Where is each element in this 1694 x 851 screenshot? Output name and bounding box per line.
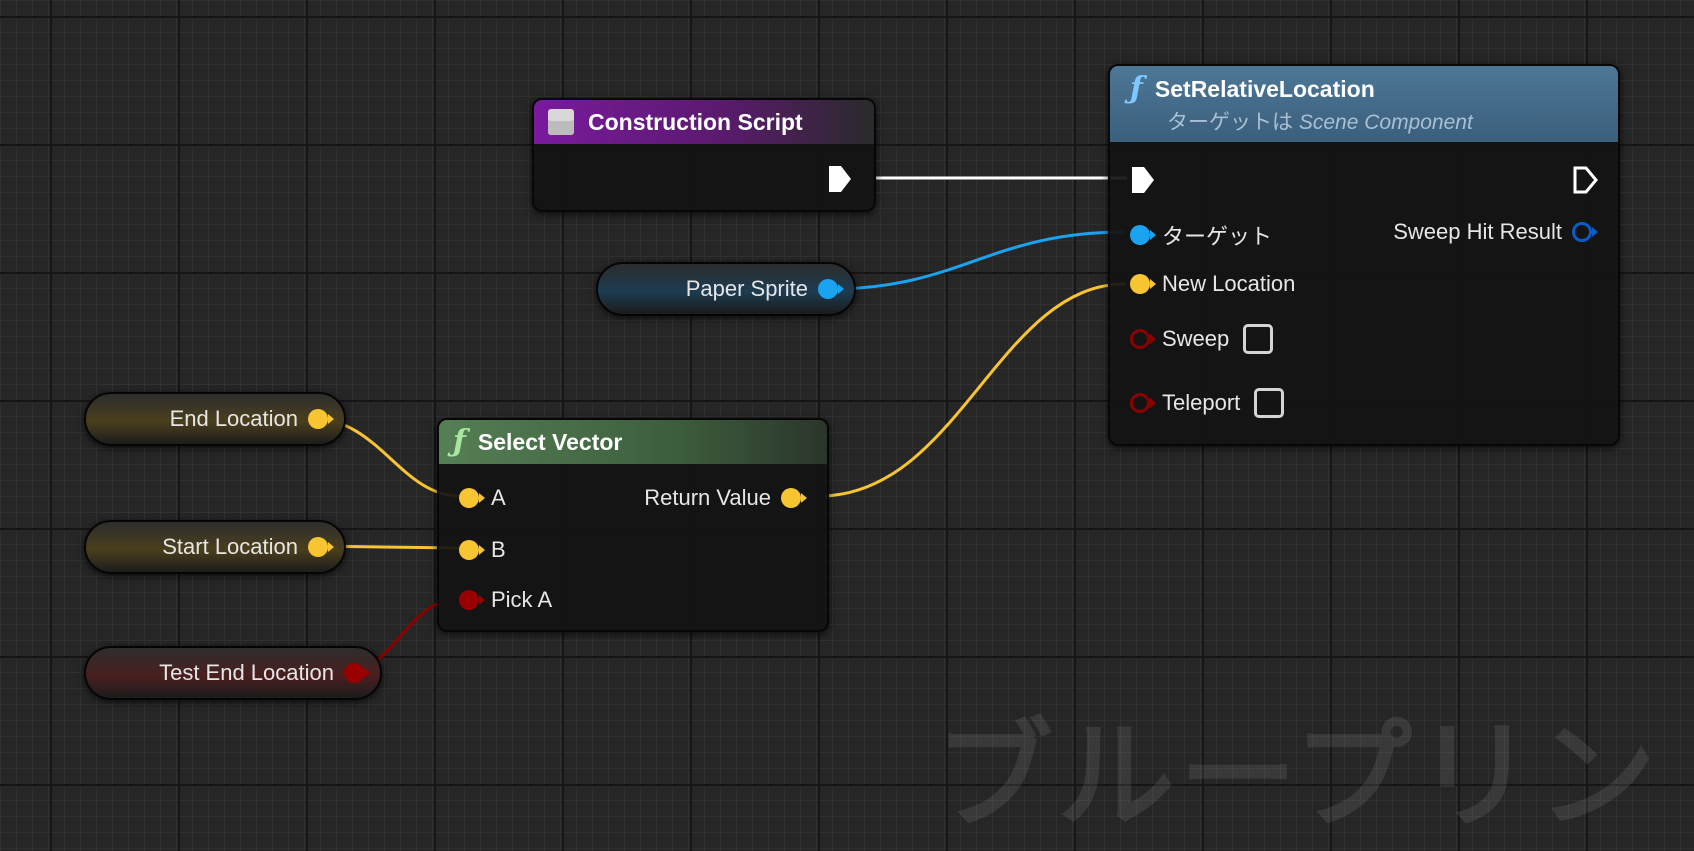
set-relative-location-exec-out-pin[interactable] <box>1572 165 1600 195</box>
test-end-location-variable-node[interactable]: Test End Location <box>84 646 382 700</box>
function-icon: ƒ <box>1130 71 1143 106</box>
paper-sprite-wire <box>829 230 1126 291</box>
new-location-pin[interactable]: New Location <box>1130 271 1295 297</box>
sweep-hit-result-pin[interactable]: Sweep Hit Result <box>1393 219 1598 245</box>
construction-script-icon <box>548 109 574 135</box>
vector-pin-icon <box>1130 271 1156 297</box>
set-relative-location-node[interactable]: ƒ SetRelativeLocation ターゲットは Scene Compo… <box>1108 64 1620 446</box>
start-location-variable-node[interactable]: Start Location <box>84 520 346 574</box>
select-vector-header: ƒ Select Vector <box>439 420 827 464</box>
set-relative-location-exec-in-pin[interactable] <box>1130 165 1156 195</box>
return-value-wire <box>824 282 1126 498</box>
select-vector-return-value-pin[interactable]: Return Value <box>644 485 807 511</box>
teleport-label: Teleport <box>1162 390 1241 415</box>
sweep-hit-result-label: Sweep Hit Result <box>1393 219 1562 244</box>
set-relative-location-header: ƒ SetRelativeLocation ターゲットは Scene Compo… <box>1110 66 1618 142</box>
test-end-location-label: Test End Location <box>159 660 334 685</box>
subtitle-prefix: ターゲットは <box>1167 111 1293 134</box>
select-vector-title: Select Vector <box>477 428 623 455</box>
bool-pin-icon <box>459 587 485 613</box>
exec-out-icon <box>829 166 851 192</box>
object-pin-icon[interactable] <box>818 276 844 302</box>
paper-sprite-variable-node[interactable]: Paper Sprite <box>596 262 856 316</box>
select-vector-pin-pick-a[interactable]: Pick A <box>459 587 552 613</box>
construction-script-title: Construction Script <box>588 108 803 135</box>
pin-b-label: B <box>491 537 506 562</box>
blueprint-watermark: ブループリント <box>935 707 1694 845</box>
return-value-label: Return Value <box>644 485 771 510</box>
bool-pin-icon <box>1130 390 1156 416</box>
teleport-pin[interactable]: Teleport <box>1130 388 1285 418</box>
struct-pin-icon <box>1572 219 1598 245</box>
target-pin-label: ターゲット <box>1162 224 1273 249</box>
construction-script-node[interactable]: Construction Script <box>532 98 876 212</box>
sweep-label: Sweep <box>1162 326 1230 351</box>
vector-pin-icon <box>781 485 807 511</box>
subtitle-class: Scene Component <box>1298 111 1473 134</box>
object-pin-icon <box>1130 222 1156 248</box>
end-location-label: End Location <box>169 406 298 431</box>
select-vector-pin-a[interactable]: A <box>459 485 506 511</box>
sweep-checkbox[interactable] <box>1243 324 1274 354</box>
target-pin[interactable]: ターゲット <box>1130 219 1272 251</box>
select-vector-node[interactable]: ƒ Select Vector A B Pick A Return Value <box>437 418 829 632</box>
sweep-pin[interactable]: Sweep <box>1130 324 1274 354</box>
teleport-checkbox[interactable] <box>1254 388 1285 418</box>
exec-out-outline-icon <box>1573 166 1598 194</box>
set-relative-location-subtitle: ターゲットは Scene Component <box>1167 106 1618 136</box>
vector-pin-icon <box>459 537 485 563</box>
new-location-label: New Location <box>1162 271 1296 296</box>
pin-a-label: A <box>491 485 506 510</box>
construction-script-exec-out-pin[interactable] <box>827 164 853 194</box>
pure-function-icon: ƒ <box>453 424 466 459</box>
start-location-label: Start Location <box>162 534 298 559</box>
set-relative-location-title: SetRelativeLocation <box>1154 75 1375 102</box>
exec-in-icon <box>1132 167 1154 193</box>
end-location-variable-node[interactable]: End Location <box>84 392 346 446</box>
pick-a-label: Pick A <box>491 587 553 612</box>
vector-pin-icon <box>459 485 485 511</box>
bool-pin-icon[interactable] <box>344 660 370 686</box>
select-vector-pin-b[interactable]: B <box>459 537 506 563</box>
vector-pin-icon[interactable] <box>308 534 334 560</box>
paper-sprite-label: Paper Sprite <box>685 276 808 301</box>
vector-pin-icon[interactable] <box>308 406 334 432</box>
bool-pin-icon <box>1130 326 1156 352</box>
construction-script-header: Construction Script <box>534 100 874 144</box>
